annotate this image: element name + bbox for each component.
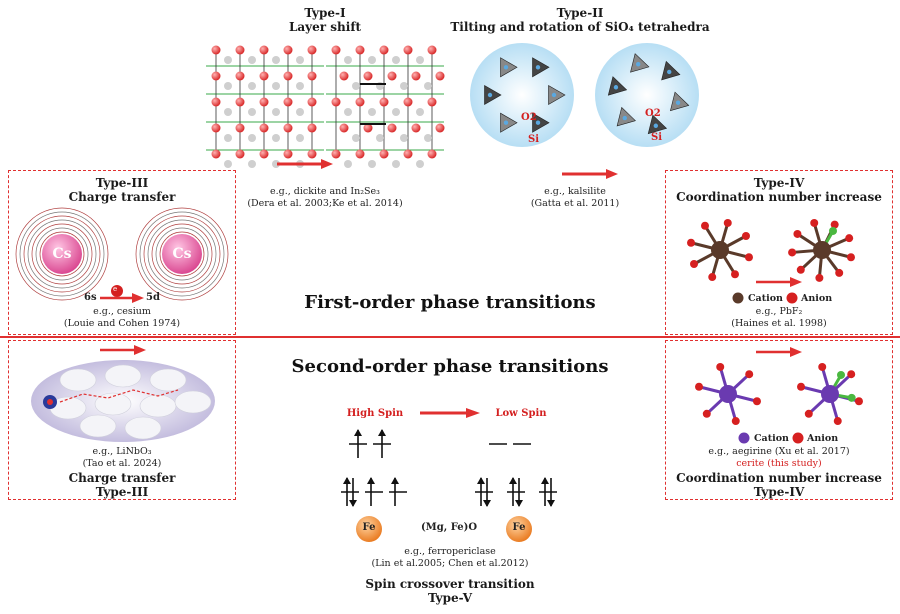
type1-example: e.g., dickite and In₂Se₃: [270, 186, 380, 197]
type3-bottom-refs: (Tao et al. 2024): [82, 458, 162, 469]
label-o2-left: O2: [521, 112, 537, 123]
coordination-cluster-purple-right: [797, 362, 863, 426]
low-spin-diagram: [475, 443, 557, 507]
label-si-left: Si: [528, 134, 540, 145]
cs-atom-left: [15, 207, 109, 301]
phase-divider-line: [0, 336, 900, 338]
type5-refs: (Lin et al.2005; Chen et al.2012): [371, 558, 529, 569]
high-spin-label: High Spin: [346, 408, 404, 419]
label-6s: 6s: [84, 292, 97, 303]
type2-refs: (Gatta et al. 2011): [530, 198, 620, 209]
type4-bottom-title: Type-IV: [753, 485, 805, 499]
type4-bottom-example: e.g., aegirine (Xu et al. 2017): [708, 446, 850, 457]
type4-top-refs: (Haines et al. 1998): [731, 318, 827, 329]
anion-legend-icon-bottom: [792, 432, 804, 444]
type4-top-box: [665, 170, 893, 335]
type5-title: Type-V: [427, 591, 473, 605]
type5-subtitle: Spin crossover transition: [365, 577, 535, 591]
anion-legend-icon: [786, 292, 798, 304]
type3-top-title: Type-III: [95, 176, 149, 190]
type4-bottom-subtitle: Coordination number increase: [676, 471, 882, 485]
spin-arrow: [420, 408, 480, 418]
cation-legend-icon-bottom: [738, 432, 750, 444]
type2-example: e.g., kalsilite: [544, 186, 606, 197]
type3-bottom-title: Type-III: [95, 485, 149, 499]
type4-bottom-arrow: [756, 347, 802, 357]
layer-shift-structure-left: [206, 45, 324, 168]
type1-refs: (Dera et al. 2003;Ke et al. 2014): [247, 198, 403, 209]
charge-transfer-arrow: [100, 293, 144, 303]
cs-label-left: Cs: [52, 246, 72, 262]
anion-legend-label-bottom: Anion: [807, 433, 839, 444]
type4-top-example: e.g., PbF₂: [755, 306, 803, 317]
electron-label: e: [113, 285, 118, 293]
second-order-heading: Second-order phase transitions: [291, 356, 609, 377]
fe-atom-left: [356, 516, 382, 542]
label-5d: 5d: [146, 292, 160, 303]
sio4-ring-left: [470, 43, 574, 147]
type4-top-arrow: [756, 277, 802, 287]
fe-label-right: Fe: [512, 522, 526, 533]
type3-top-example: e.g., cesium: [93, 306, 151, 317]
cation-legend-label: Cation: [748, 293, 783, 304]
type4-top-subtitle: Coordination number increase: [676, 190, 882, 204]
type5-example: e.g., ferropericlase: [404, 546, 496, 557]
type3-top-refs: (Louie and Cohen 1974): [63, 318, 181, 329]
type1-subtitle: Layer shift: [288, 20, 362, 34]
fe-label-left: Fe: [362, 522, 376, 533]
type1-title: Type-I: [304, 6, 346, 20]
coordination-cluster-left: [687, 218, 753, 282]
coordination-cluster-purple-left: [695, 362, 761, 426]
type3-bottom-box: [8, 340, 236, 500]
cs-atom-right: [135, 207, 229, 301]
first-order-heading: First-order phase transitions: [304, 292, 596, 313]
cation-legend-icon: [732, 292, 744, 304]
sio4-ring-right: [595, 43, 699, 147]
type2-subtitle: Tilting and rotation of SiO₄ tetrahedra: [450, 20, 710, 34]
type3-bottom-arrow: [100, 345, 146, 355]
electron-icon: [111, 285, 123, 297]
type2-arrow: [562, 169, 618, 179]
label-o2-right: O2: [645, 108, 661, 119]
low-spin-label: Low Spin: [495, 408, 547, 419]
label-si-right: Si: [651, 132, 663, 143]
type3-top-box: [8, 170, 236, 335]
anion-legend-label: Anion: [801, 293, 833, 304]
cation-legend-label-bottom: Cation: [754, 433, 789, 444]
type4-top-title: Type-IV: [753, 176, 805, 190]
type4-bottom-box: [665, 340, 893, 500]
layer-shift-structure-right: [326, 45, 445, 168]
type3-bottom-example: e.g., LiNbO₃: [92, 446, 152, 457]
type4-bottom-highlight: cerite (this study): [736, 458, 822, 469]
type2-title: Type-II: [556, 6, 604, 20]
type1-arrow: [277, 159, 333, 169]
polaron-lattice: [31, 360, 215, 442]
fe-atom-right: [506, 516, 532, 542]
high-spin-diagram: [341, 429, 407, 507]
coordination-cluster-right: [788, 218, 855, 282]
cs-label-right: Cs: [172, 246, 192, 262]
formula-label: (Mg, Fe)O: [420, 522, 478, 533]
type3-bottom-subtitle: Charge transfer: [68, 471, 176, 485]
type3-top-subtitle: Charge transfer: [68, 190, 176, 204]
